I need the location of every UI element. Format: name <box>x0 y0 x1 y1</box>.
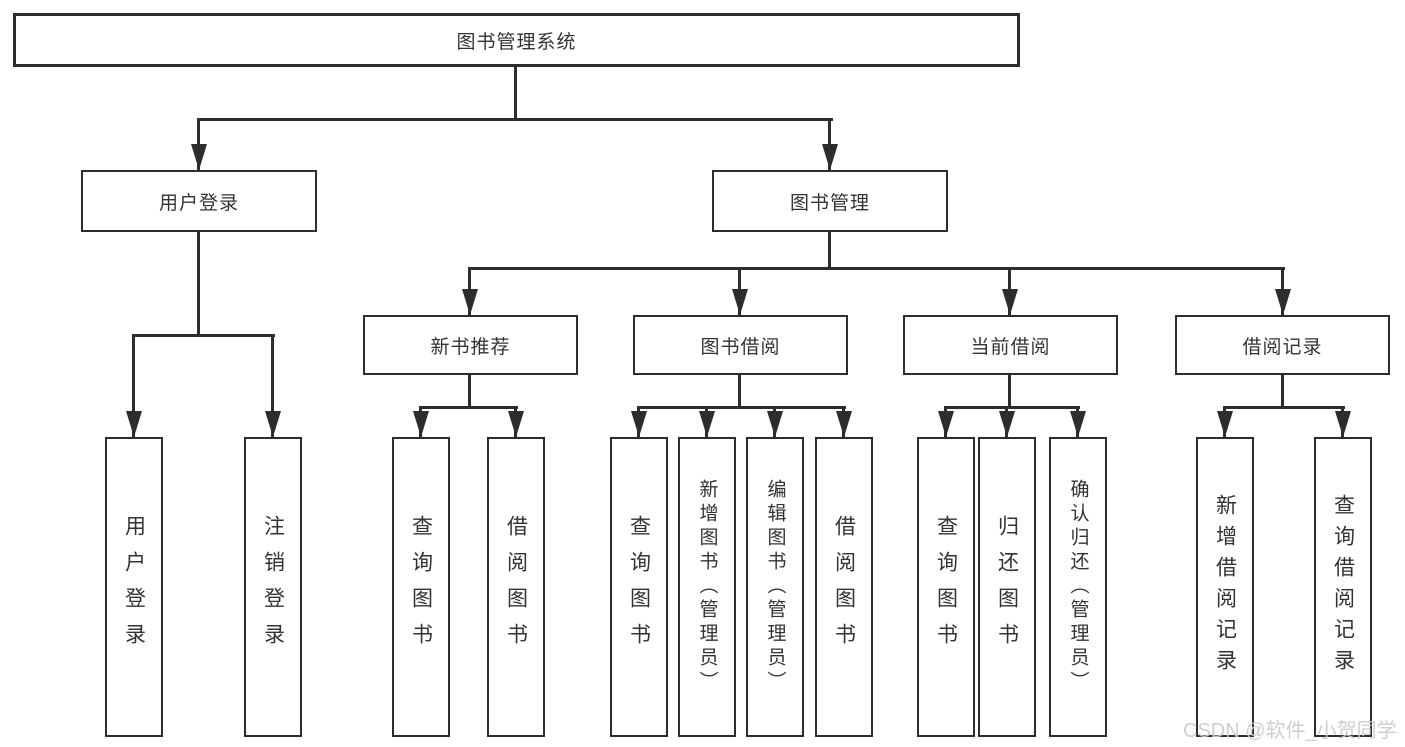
node-current-borrowing: 当前借阅 <box>903 315 1118 375</box>
arrowhead-icon <box>413 411 429 437</box>
connector-line <box>514 67 517 121</box>
node-book-management: 图书管理 <box>712 170 948 232</box>
arrowhead-icon <box>191 144 207 170</box>
node-book-borrowing: 图书借阅 <box>633 315 848 375</box>
leaf-return-books: 归还图书 <box>978 437 1036 737</box>
leaf-query-borrow-record: 查询借阅记录 <box>1314 437 1372 737</box>
node-user-login-label: 用户登录 <box>158 192 239 214</box>
arrowhead-icon <box>938 411 954 437</box>
connector-line <box>828 232 831 270</box>
node-new-book-recommend-label: 新书推荐 <box>430 336 511 358</box>
leaf-query-books-3: 查询图书 <box>917 437 975 737</box>
arrowhead-icon <box>822 144 838 170</box>
connector-line <box>197 118 833 121</box>
leaf-borrow-books-1: 借阅图书 <box>487 437 545 737</box>
arrowhead-icon <box>631 411 647 437</box>
connector-line <box>468 375 471 409</box>
arrowhead-icon <box>1217 411 1233 437</box>
connector-line <box>944 406 1080 409</box>
leaf-logout-label: 注销登录 <box>261 515 285 659</box>
connector-line <box>419 406 518 409</box>
leaf-query-borrow-record-label: 查询借阅记录 <box>1331 494 1355 680</box>
node-new-book-recommend: 新书推荐 <box>363 315 578 375</box>
arrowhead-icon <box>462 289 478 315</box>
leaf-add-books-admin: 新增图书（管理员） <box>678 437 736 737</box>
node-book-borrowing-label: 图书借阅 <box>700 336 781 358</box>
connector-line <box>1223 406 1345 409</box>
leaf-logout: 注销登录 <box>244 437 302 737</box>
node-library-system-label: 图书管理系统 <box>456 31 577 53</box>
leaf-user-login-label: 用户登录 <box>122 515 146 659</box>
node-current-borrowing-label: 当前借阅 <box>970 336 1051 358</box>
arrowhead-icon <box>1070 411 1086 437</box>
leaf-borrow-books-2-label: 借阅图书 <box>832 515 856 659</box>
arrowhead-icon <box>699 411 715 437</box>
node-library-system: 图书管理系统 <box>13 13 1020 67</box>
arrowhead-icon <box>732 289 748 315</box>
leaf-add-borrow-record: 新增借阅记录 <box>1196 437 1254 737</box>
csdn-watermark: CSDN @软件_小贺同学 <box>1183 720 1397 742</box>
leaf-user-login: 用户登录 <box>105 437 163 737</box>
leaf-confirm-return-admin: 确认归还（管理员） <box>1049 437 1107 737</box>
leaf-return-books-label: 归还图书 <box>995 515 1019 659</box>
leaf-query-books-1-label: 查询图书 <box>409 515 433 659</box>
leaf-edit-books-admin: 编辑图书（管理员） <box>746 437 804 737</box>
connector-line <box>132 334 135 437</box>
leaf-query-books-2-label: 查询图书 <box>627 515 651 659</box>
leaf-query-books-3-label: 查询图书 <box>934 515 958 659</box>
connector-line <box>132 334 275 337</box>
node-borrowing-records: 借阅记录 <box>1175 315 1390 375</box>
arrowhead-icon <box>1002 289 1018 315</box>
arrowhead-icon <box>999 411 1015 437</box>
node-borrowing-records-label: 借阅记录 <box>1242 336 1323 358</box>
arrowhead-icon <box>126 411 142 437</box>
connector-line <box>1008 375 1011 409</box>
arrowhead-icon <box>265 411 281 437</box>
leaf-query-books-1: 查询图书 <box>392 437 450 737</box>
leaf-edit-books-admin-label: 编辑图书（管理员） <box>764 479 786 695</box>
leaf-borrow-books-2: 借阅图书 <box>815 437 873 737</box>
connector-line <box>738 375 741 409</box>
leaf-query-books-2: 查询图书 <box>610 437 668 737</box>
node-user-login: 用户登录 <box>81 170 317 232</box>
connector-line <box>468 267 1285 270</box>
arrowhead-icon <box>508 411 524 437</box>
leaf-confirm-return-admin-label: 确认归还（管理员） <box>1067 479 1089 695</box>
connector-line <box>637 406 846 409</box>
arrowhead-icon <box>1335 411 1351 437</box>
node-book-management-label: 图书管理 <box>789 192 870 214</box>
leaf-add-books-admin-label: 新增图书（管理员） <box>696 479 718 695</box>
arrowhead-icon <box>767 411 783 437</box>
leaf-add-borrow-record-label: 新增借阅记录 <box>1213 494 1237 680</box>
leaf-borrow-books-1-label: 借阅图书 <box>504 515 528 659</box>
arrowhead-icon <box>1275 289 1291 315</box>
connector-line <box>197 232 200 337</box>
connector-line <box>1281 375 1284 409</box>
arrowhead-icon <box>836 411 852 437</box>
connector-line <box>271 334 274 437</box>
